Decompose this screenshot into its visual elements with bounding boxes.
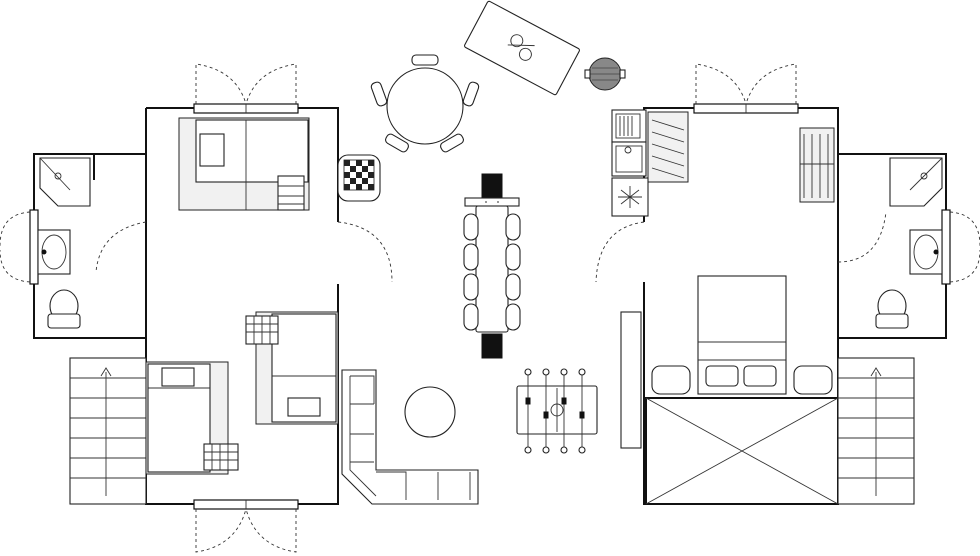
stairs-icon (837, 357, 915, 505)
shelf-icon (620, 311, 642, 449)
door-swing-icon (195, 508, 247, 553)
right-cabin (595, 63, 980, 505)
bunk-bed-icon (145, 361, 239, 475)
double-bed-icon (697, 275, 787, 395)
nightstand-icon (793, 365, 833, 395)
door-swing-icon (0, 211, 31, 247)
door-swing-icon (245, 63, 297, 105)
door-swing-icon (949, 211, 980, 247)
shower-icon (889, 157, 943, 207)
dish-rack-icon (647, 111, 689, 183)
window-icon (29, 209, 39, 285)
nightstand-icon (651, 365, 691, 395)
door-swing-icon (949, 249, 980, 283)
toilet-icon (47, 289, 81, 329)
door-swing-icon (695, 63, 747, 105)
fridge-icon (611, 177, 649, 217)
stairs-icon (69, 357, 147, 505)
stair-void-icon (645, 397, 839, 505)
door-swing-icon (245, 508, 297, 553)
door-swing-icon (195, 63, 247, 105)
door-swing-icon (337, 221, 393, 283)
kitchen-sink-icon (611, 109, 647, 177)
stove-icon (799, 127, 835, 203)
central-patio (337, 0, 626, 505)
round-table-icon (404, 386, 456, 438)
round-table-icon (370, 54, 480, 153)
left-cabin (0, 63, 393, 553)
door-swing-icon (0, 249, 31, 283)
window-icon (941, 209, 951, 285)
door-swing-icon (595, 221, 645, 283)
sink-icon (909, 229, 943, 275)
door-swing-icon (745, 63, 797, 105)
toilet-icon (875, 289, 909, 329)
sofa-icon (341, 369, 479, 505)
shower-icon (39, 157, 91, 207)
ping-pong-table-icon (464, 0, 580, 96)
door-swing-icon (837, 211, 887, 263)
chess-table-icon (337, 154, 381, 202)
dining-table-icon (463, 173, 521, 359)
bunk-bed-icon (178, 117, 310, 211)
door-swing-icon (95, 221, 147, 273)
barbecue-icon (584, 57, 626, 91)
foosball-table-icon (516, 368, 598, 454)
bunk-bed-icon (245, 311, 339, 425)
sink-icon (37, 229, 71, 275)
